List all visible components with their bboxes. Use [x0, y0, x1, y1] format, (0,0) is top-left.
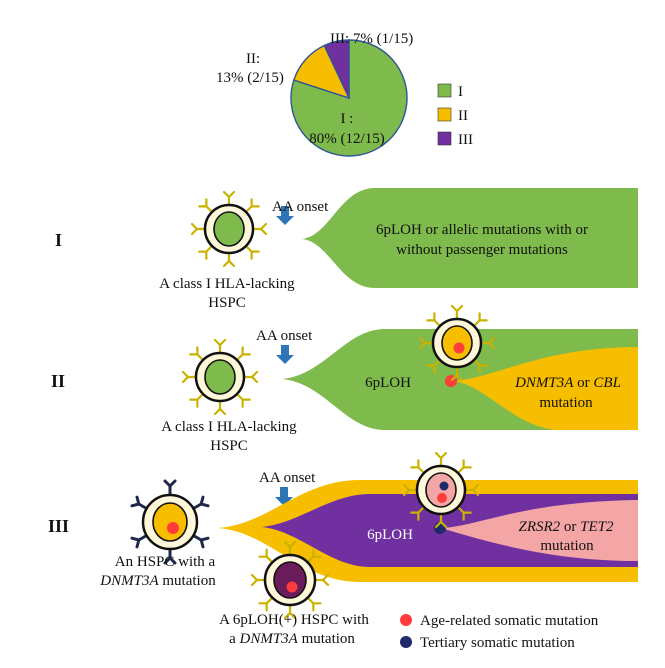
- legend-tertiary-dot: [400, 636, 412, 648]
- row-iii-cell-caption-1: An HSPC with a: [115, 554, 216, 570]
- row-iii-or: or: [560, 519, 580, 535]
- row-i-cell-caption-1: A class I HLA-lacking: [159, 276, 295, 292]
- pie-label-ii-line2: 13% (2/15): [216, 70, 284, 86]
- legend-swatch-ii: [437, 107, 452, 122]
- row-iii-gene-1: ZRSR2: [518, 519, 560, 535]
- row-ii-gene-1: DNMT3A: [514, 375, 574, 391]
- row-iii-cell2-gene: DNMT3A: [239, 631, 299, 647]
- legend-label-ii: II: [458, 108, 468, 124]
- pie-label-iii: III: 7% (1/15): [330, 31, 413, 47]
- pie-legend: I II III: [437, 83, 473, 148]
- legend-label-iii: III: [458, 132, 473, 148]
- row-iii-cell-suffix: mutation: [159, 573, 217, 589]
- legend-label-i: I: [458, 84, 463, 100]
- row-i-flow-text-2: without passenger mutations: [396, 242, 568, 258]
- row-ii-label: II: [51, 371, 65, 391]
- row-i-onset-label: AA onset: [272, 199, 329, 215]
- row-ii-gene-2: CBL: [593, 375, 621, 391]
- row-iii-mutation-text-1: ZRSR2 or TET2: [518, 519, 614, 535]
- row-iii-tertiary-flow: [441, 500, 638, 561]
- row-i: I AA onset A class I HLA-lacking HSPC 6p…: [55, 188, 638, 311]
- row-iii-cell-caption-2: DNMT3A mutation: [99, 573, 216, 589]
- row-iii-label: III: [48, 516, 69, 536]
- legend-tertiary-label: Tertiary somatic mutation: [420, 635, 575, 651]
- row-ii-mutant-cell: [418, 304, 496, 382]
- pie-label-i-line2: 80% (12/15): [309, 131, 384, 147]
- mutation-legend: Age-related somatic mutation Tertiary so…: [400, 613, 599, 651]
- row-iii-cell2-caption-2: a DNMT3A mutation: [229, 631, 355, 647]
- row-ii-onset-label: AA onset: [256, 328, 313, 344]
- legend-swatch-iii: [437, 131, 452, 146]
- row-ii: II AA onset A class I HLA-lacking HSPC 6…: [51, 304, 638, 454]
- row-iii-cell2-caption-1: A 6pLOH(+) HSPC with: [219, 612, 369, 628]
- row-iii-cell-gene: DNMT3A: [99, 573, 159, 589]
- pie-slice-iii: [323, 39, 350, 99]
- row-ii-onset-arrow: [276, 345, 294, 364]
- pie-slice-i: [290, 39, 408, 157]
- row-iii-cell2-suffix: mutation: [298, 631, 356, 647]
- row-ii-mutation-text-2: mutation: [539, 395, 593, 411]
- row-i-clone-flow: [302, 188, 638, 288]
- row-ii-mutation-text-1: DNMT3A or CBL: [514, 375, 621, 391]
- row-iii-mutation-text-2: mutation: [540, 538, 594, 554]
- row-iii: III An HSPC with a DNMT3A mutation AA on…: [48, 451, 638, 647]
- row-ii-cell-caption-2: HSPC: [210, 438, 248, 454]
- pie-label-ii-line1: II:: [246, 51, 260, 67]
- row-i-flow-text-1: 6pLOH or allelic mutations with or: [376, 222, 588, 238]
- row-ii-mutation-flow: [452, 347, 638, 430]
- row-iii-precursor-cell: [130, 479, 210, 565]
- row-iii-mutant-cell: [402, 451, 480, 529]
- row-ii-or: or: [573, 375, 593, 391]
- row-iii-gene-2: TET2: [580, 519, 614, 535]
- row-iii-6ploh-cell: [250, 540, 330, 620]
- row-ii-cell: [181, 338, 259, 416]
- row-ii-flow-label: 6pLOH: [365, 375, 411, 391]
- legend-swatch-i: [437, 83, 452, 98]
- row-iii-flow-label: 6pLOH: [367, 527, 413, 543]
- legend-age-related-dot: [400, 614, 412, 626]
- row-i-cell-caption-2: HSPC: [208, 295, 246, 311]
- row-ii-cell-caption-1: A class I HLA-lacking: [161, 419, 297, 435]
- pie-chart: III: 7% (1/15) II: 13% (2/15) I : 80% (1…: [216, 31, 473, 157]
- pie-label-i-line1: I :: [341, 111, 354, 127]
- legend-age-related-label: Age-related somatic mutation: [420, 613, 599, 629]
- row-iii-onset-label: AA onset: [259, 470, 316, 486]
- row-i-label: I: [55, 230, 62, 250]
- row-i-cell: [190, 190, 268, 268]
- row-iii-cell2-prefix: a: [229, 631, 239, 647]
